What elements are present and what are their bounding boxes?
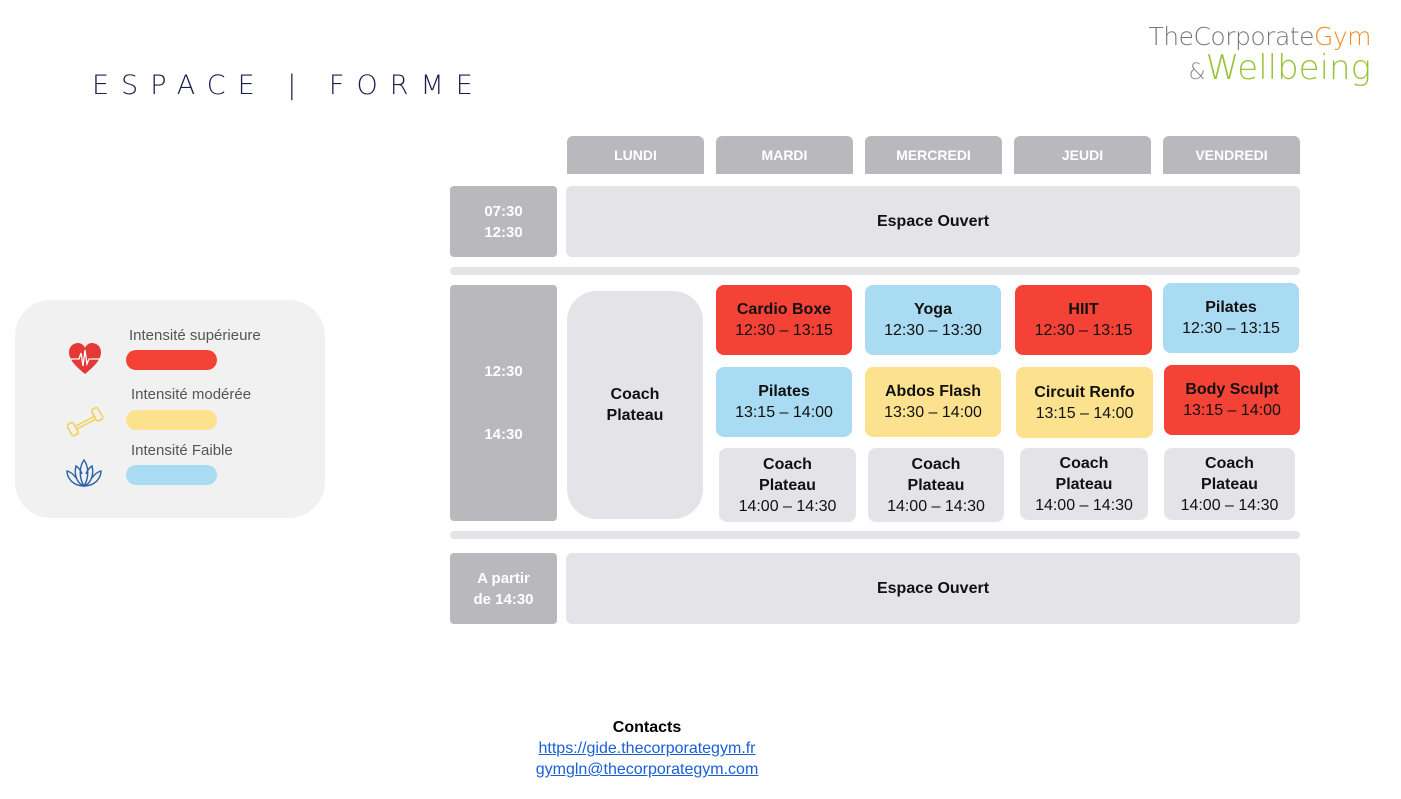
class-title: Coach Plateau [1201,454,1258,493]
legend-low-label: Intensité Faible [131,442,233,459]
class-lundi-coach-plateau: Coach Plateau [567,291,703,519]
class-cell: Pilates 12:30 – 13:15 [1163,283,1299,353]
class-time: 14:00 – 14:30 [887,497,985,515]
class-title: Coach Plateau [759,455,816,494]
class-time: 12:30 – 13:30 [884,322,982,339]
class-time: 14:00 – 14:30 [1180,496,1279,514]
time-end: 14:30 [484,426,523,443]
class-cell: Body Sculpt 13:15 – 14:00 [1164,365,1300,435]
website-link[interactable]: https://gide.thecorporategym.fr [538,740,756,757]
class-title: Pilates [1205,299,1257,316]
divider [450,531,1300,539]
class-cell: Pilates 13:15 – 14:00 [716,367,852,437]
class-cell: Coach Plateau 14:00 – 14:30 [1164,448,1295,520]
class-title: Coach Plateau [907,455,965,494]
class-title: Circuit Renfo [1034,383,1135,401]
logo-amp: & [1188,60,1206,85]
class-time: 13:15 – 14:00 [1183,402,1281,419]
header-vendredi: VENDREDI [1163,136,1300,174]
logo-text: TheCorporate [1148,22,1314,51]
class-title: Pilates [758,383,810,400]
header-mardi: MARDI [716,136,853,174]
dumbbell-icon [67,406,104,437]
divider [450,267,1300,275]
logo-text-gym: Gym [1313,22,1372,51]
logo-wellbeing: &Wellbeing [1189,48,1372,88]
header-jeudi: JEUDI [1014,136,1151,174]
class-cell: Abdos Flash 13:30 – 14:00 [865,367,1001,437]
legend-low-swatch [126,465,217,485]
email-link[interactable]: gymgln@thecorporategym.com [535,761,759,778]
time-start: A partir [477,569,530,587]
open-space-morning: Espace Ouvert [566,186,1300,257]
heart-rate-icon [69,343,101,374]
class-cell: Cardio Boxe 12:30 – 13:15 [716,285,852,355]
header-lundi: LUNDI [567,136,704,174]
logo: TheCorporateGym [1148,22,1371,51]
logo-wellbeing-text: Wellbeing [1205,48,1371,88]
time-start: 12:30 [484,363,523,380]
contacts-title: Contacts [612,719,682,736]
class-title: HIIT [1068,301,1099,318]
time-slot-morning: 07:30 12:30 [450,186,557,257]
class-time: 12:30 – 13:15 [1034,322,1133,339]
class-cell: Circuit Renfo 13:15 – 14:00 [1016,367,1153,438]
time-start: 07:30 [484,202,523,220]
open-space-afternoon: Espace Ouvert [566,553,1300,624]
intensity-legend: Intensité supérieure Intensité modérée I… [15,300,325,518]
class-time: 12:30 – 13:15 [1182,320,1280,337]
class-title: Abdos Flash [884,383,981,400]
class-time: 13:30 – 14:00 [884,404,982,421]
legend-moderate-label: Intensité modérée [131,386,252,403]
class-time: 14:00 – 14:30 [738,497,837,515]
time-label: de 14:30 [473,590,534,608]
class-title: Body Sculpt [1185,381,1279,398]
class-cell: Yoga 12:30 – 13:30 [865,285,1001,355]
class-cell: Coach Plateau 14:00 – 14:30 [868,448,1004,522]
class-title: Coach Plateau [1055,454,1113,493]
time-end: 12:30 [484,223,523,241]
class-time: 12:30 – 13:15 [735,322,833,339]
time-slot-afternoon: A partir de 14:30 [450,553,557,624]
class-cell: Coach Plateau 14:00 – 14:30 [1020,448,1148,520]
class-title: Cardio Boxe [736,301,832,318]
time-slot-midday: 12:30 14:30 [450,285,557,521]
header-mercredi: MERCREDI [865,136,1002,174]
legend-high-swatch [126,350,217,370]
legend-high-label: Intensité supérieure [129,327,261,344]
class-title: Yoga [914,301,952,318]
class-time: 13:15 – 14:00 [735,404,833,421]
class-title: Coach Plateau [606,386,664,424]
lotus-icon [66,458,102,488]
legend-moderate-swatch [126,410,217,430]
brand-title: ESPACE | FORME [92,70,485,101]
class-cell: HIIT 12:30 – 13:15 [1015,285,1152,355]
class-time: 13:15 – 14:00 [1035,404,1134,422]
class-time: 14:00 – 14:30 [1035,496,1133,514]
class-cell: Coach Plateau 14:00 – 14:30 [719,448,856,522]
